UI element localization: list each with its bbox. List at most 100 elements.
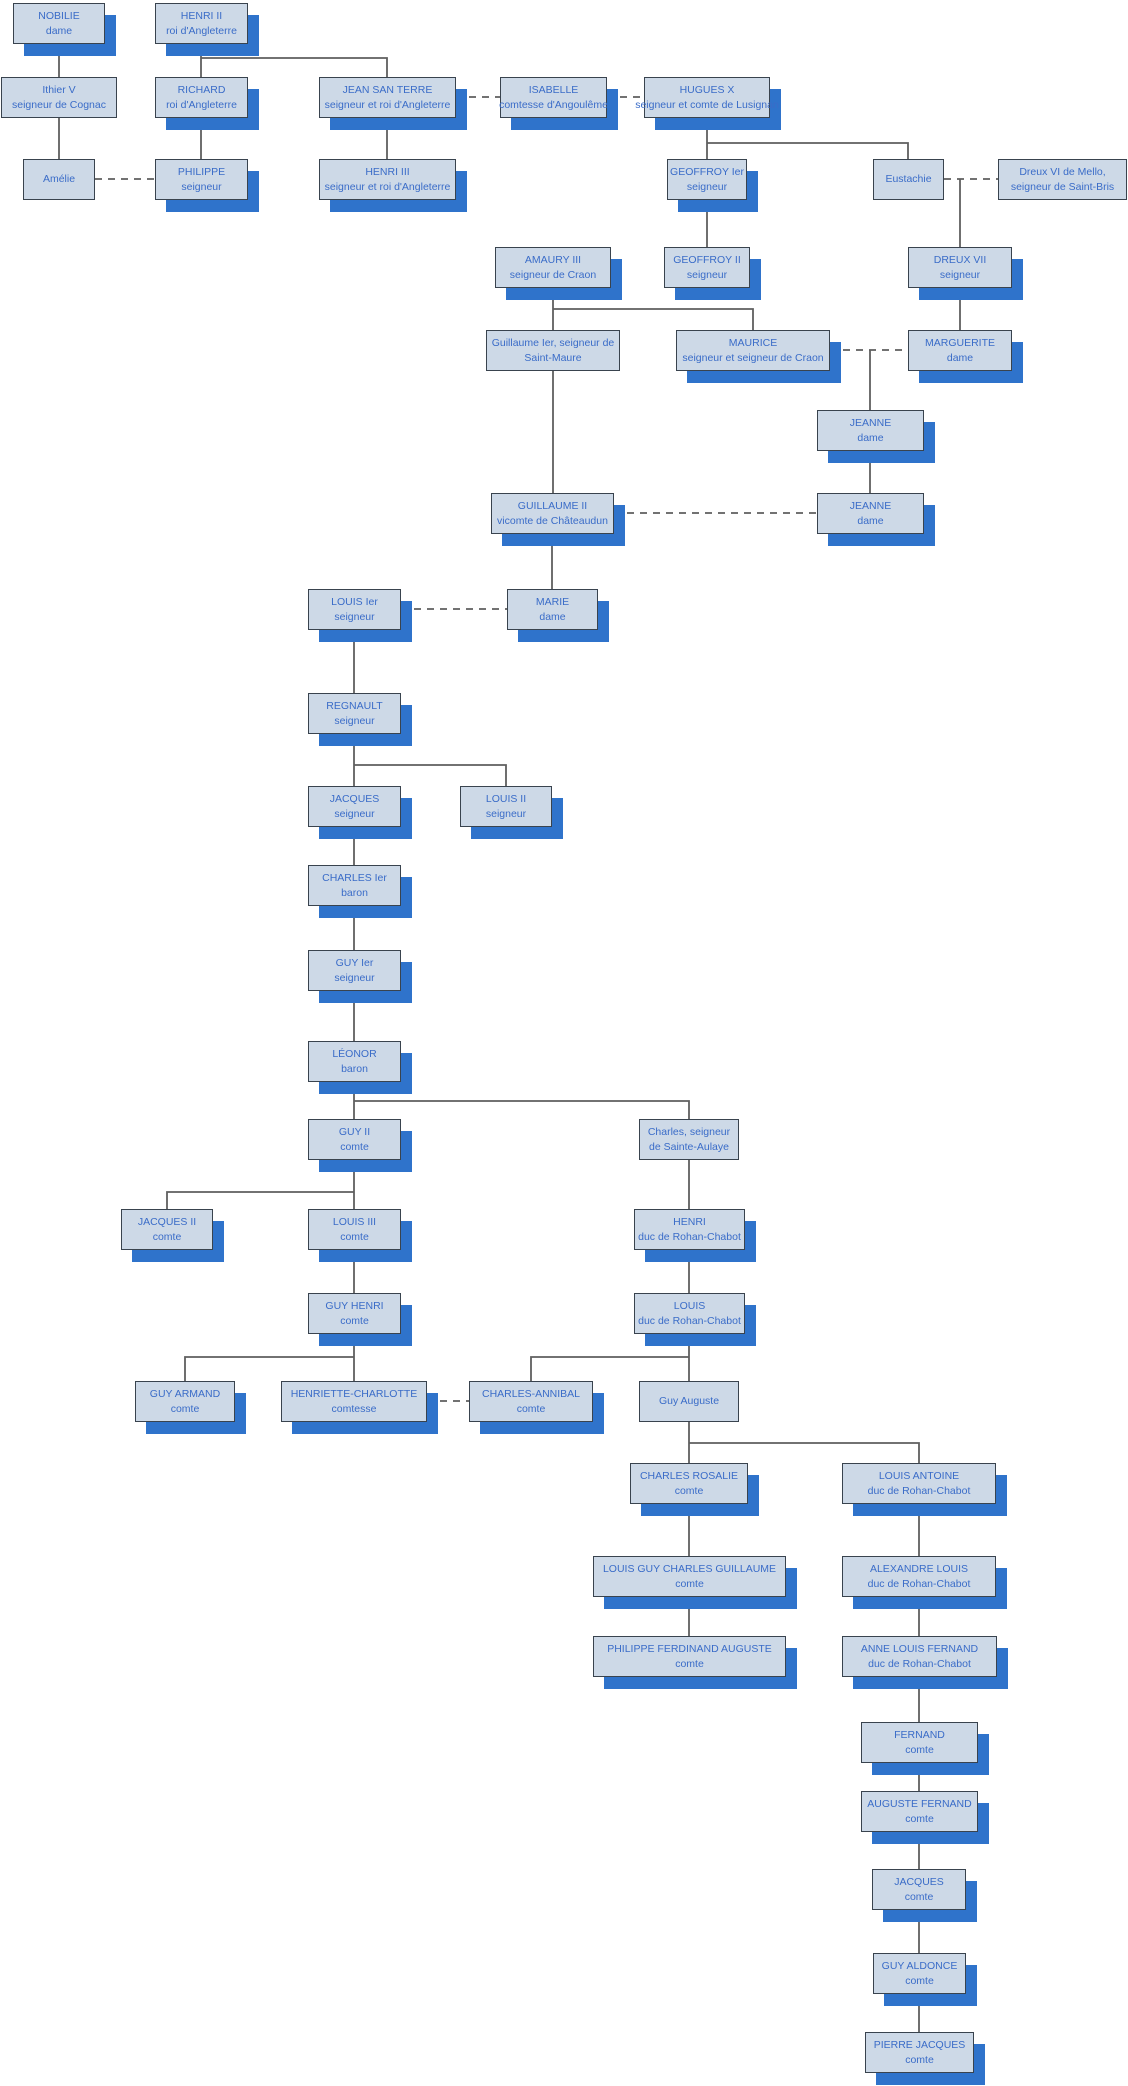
person-name: JEANNE — [849, 500, 892, 513]
person-name: CHARLES-ANNIBAL — [481, 1388, 581, 1401]
descent-connector — [166, 1191, 354, 1209]
person-node-guy-auguste[interactable]: Guy Auguste — [639, 1381, 739, 1422]
person-node-dreux6[interactable]: Dreux VI de Mello,seigneur de Saint-Bris — [998, 159, 1127, 200]
person-title: seigneur — [334, 971, 375, 984]
person-name: JACQUES II — [137, 1216, 197, 1229]
person-title: comtesse d'Angoulême — [499, 98, 608, 111]
person-node-amelie[interactable]: Amélie — [23, 159, 95, 200]
person-name: JACQUES — [329, 793, 380, 806]
person-name: GUILLAUME II — [517, 500, 588, 513]
descent-connector — [184, 1356, 354, 1381]
person-title: dame — [539, 610, 566, 623]
person-name: GEOFFROY Ier — [670, 166, 744, 179]
person-title: seigneur et seigneur de Craon — [682, 351, 824, 364]
person-name: Eustachie — [885, 173, 932, 186]
person-title: comte — [905, 2053, 934, 2066]
person-name: AMAURY III — [524, 254, 582, 267]
person-name: GUY ALDONCE — [881, 1960, 958, 1973]
person-title: seigneur de Craon — [509, 268, 597, 281]
person-name: DREUX VII — [933, 254, 987, 267]
person-title: dame — [857, 514, 884, 527]
person-title: dame — [857, 431, 884, 444]
person-title: duc de Rohan-Chabot — [638, 1314, 741, 1327]
person-title: dame — [45, 24, 73, 37]
person-name: NOBILIE — [38, 10, 80, 23]
person-title: seigneur — [181, 180, 222, 193]
person-name: LOUIS II — [485, 793, 527, 806]
person-node-eustachie[interactable]: Eustachie — [873, 159, 944, 200]
person-title: comte — [675, 1657, 704, 1670]
person-name: JEANNE — [849, 417, 892, 430]
person-name: Guillaume Ier, seigneur de — [491, 337, 615, 350]
person-title: seigneur — [334, 610, 375, 623]
person-title: duc de Rohan-Chabot — [867, 1577, 971, 1590]
descent-connector — [354, 764, 507, 786]
person-name: GUY Ier — [335, 957, 374, 970]
person-name: PHILIPPE — [177, 166, 226, 179]
descent-connector — [553, 308, 754, 330]
person-title: vicomte de Châteaudun — [497, 514, 608, 527]
descent-connector — [201, 57, 388, 77]
person-name: REGNAULT — [326, 700, 383, 713]
person-title: seigneur — [485, 807, 527, 820]
person-title: comte — [905, 1743, 934, 1756]
person-name: FERNAND — [894, 1729, 945, 1742]
person-name: JEAN SAN TERRE — [342, 84, 433, 97]
person-title: dame — [946, 351, 974, 364]
person-name: ALEXANDRE LOUIS — [869, 1563, 969, 1576]
person-title: seigneur et comte de Lusignan — [635, 98, 779, 111]
person-title: comte — [905, 1974, 934, 1987]
person-title: seigneur et roi d'Angleterre — [324, 180, 451, 193]
